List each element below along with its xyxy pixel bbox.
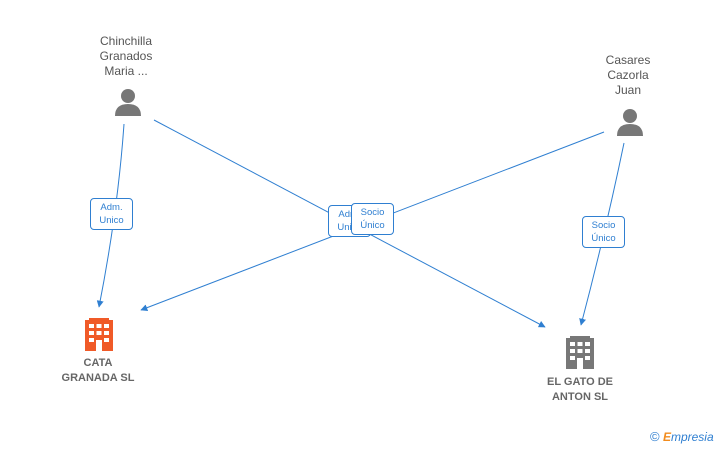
- company-name-gato[interactable]: EL GATO DE ANTON SL: [546, 376, 613, 403]
- brand-e: E: [662, 430, 671, 444]
- copyright-symbol: ©: [650, 429, 660, 444]
- person-icon[interactable]: [617, 109, 643, 136]
- building-icon[interactable]: [85, 318, 113, 351]
- brand-rest: mpresia: [670, 430, 714, 444]
- building-icon[interactable]: [566, 336, 594, 369]
- person-name-chinchilla[interactable]: Chinchilla Granados Maria ...: [99, 34, 153, 78]
- edge-label-adm-unico: Adm. Unico: [90, 198, 133, 230]
- person-name-casares[interactable]: Casares Cazorla Juan: [605, 53, 651, 97]
- brand-logo: © Empresia: [650, 429, 714, 444]
- person-icon[interactable]: [115, 89, 141, 116]
- edge-label-socio-unico: Socio Único: [582, 216, 625, 248]
- edge-label-socio-unico: Socio Único: [351, 203, 394, 235]
- company-name-cata[interactable]: CATA GRANADA SL: [61, 357, 135, 384]
